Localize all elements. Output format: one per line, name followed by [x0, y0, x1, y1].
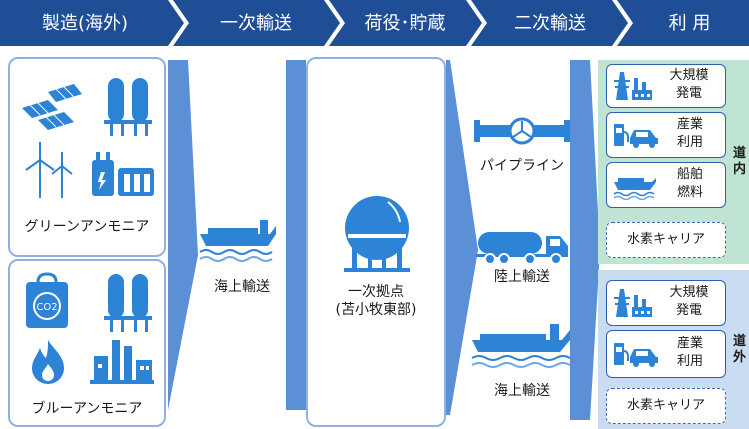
primary-transport-label: 海上輸送: [214, 279, 270, 295]
usage-domestic-power-line1: 大規模: [669, 68, 709, 83]
electrolyzer-icon: [92, 152, 154, 196]
pipeline-label: パイプライン: [480, 158, 564, 174]
stage-label-production: 製造(海外): [41, 13, 129, 34]
usage-domestic-industrial-line2: 利用: [676, 135, 703, 150]
power-plant-icon: [614, 289, 652, 317]
usage-outside-industrial-line2: 利用: [676, 354, 703, 369]
land-transport-label: 陸上輸送: [494, 269, 550, 285]
usage-domestic-label-2: 内: [733, 162, 747, 177]
usage-domestic-ship-line1: 船舶: [676, 167, 703, 182]
co2-bag-icon: CO2: [26, 272, 68, 328]
arrow-transport-to-storage: [286, 60, 306, 410]
usage-outside-hydrogen-carrier: [606, 388, 726, 424]
arrow-storage-to-secondary: [446, 60, 478, 415]
usage-domestic-ship-line2: 燃料: [676, 185, 703, 200]
usage-domestic-label-1: 道: [733, 146, 747, 161]
usage-domestic-hydrogen-carrier: [606, 222, 726, 258]
stage-label-storage: 荷役･貯蔵: [364, 13, 446, 34]
gas-tank-icon: [104, 78, 152, 136]
pipeline-icon: [474, 117, 570, 145]
flame-icon: [32, 340, 64, 384]
car-charging-icon: [614, 124, 658, 148]
factory-icon: [90, 340, 154, 384]
usage-domestic-carrier-label: 水素キャリア: [626, 232, 705, 247]
blue-ammonia-label: ブルーアンモニア: [31, 401, 143, 417]
usage-outside-industrial-line1: 産業: [676, 336, 703, 351]
storage-label-line1: 一次拠点: [348, 284, 404, 300]
usage-outside-carrier-label: 水素キャリア: [626, 398, 705, 413]
gas-tank-icon: [104, 274, 152, 332]
usage-outside-industrial: [606, 330, 726, 378]
stage-label-secondary-transport: 二次輸送: [514, 13, 586, 34]
spherical-tank-icon: [344, 196, 410, 272]
usage-outside-label-1: 道: [733, 334, 747, 349]
tanker-ship-icon: [471, 324, 571, 368]
wind-turbine-icon: [25, 142, 73, 198]
usage-outside-label-2: 外: [733, 350, 747, 365]
green-ammonia-label: グリーンアンモニア: [24, 219, 150, 235]
arrow-secondary-to-usage: [570, 60, 600, 420]
usage-outside-power-line2: 発電: [675, 303, 702, 318]
stage-header-bar: [0, 0, 749, 46]
tanker-ship-icon: [199, 220, 276, 262]
storage-label-line2: (苫小牧東部): [335, 302, 417, 318]
arrow-production-to-transport: [168, 60, 198, 410]
usage-domestic-industrial: [606, 112, 726, 158]
svg-text:CO2: CO2: [36, 302, 57, 313]
stage-label-primary-transport: 一次輸送: [220, 13, 292, 34]
solar-panel-icon: [22, 84, 82, 130]
power-plant-icon: [614, 72, 652, 100]
stage-label-usage: 利 用: [668, 13, 711, 34]
usage-domestic-industrial-line1: 産業: [676, 117, 703, 132]
secondary-sea-transport-label: 海上輸送: [494, 383, 550, 399]
usage-outside-power-line1: 大規模: [669, 285, 709, 300]
car-charging-icon: [614, 343, 658, 367]
usage-domestic-power-line2: 発電: [675, 86, 702, 101]
ship-icon: [613, 178, 656, 200]
tank-truck-icon: [476, 232, 568, 265]
